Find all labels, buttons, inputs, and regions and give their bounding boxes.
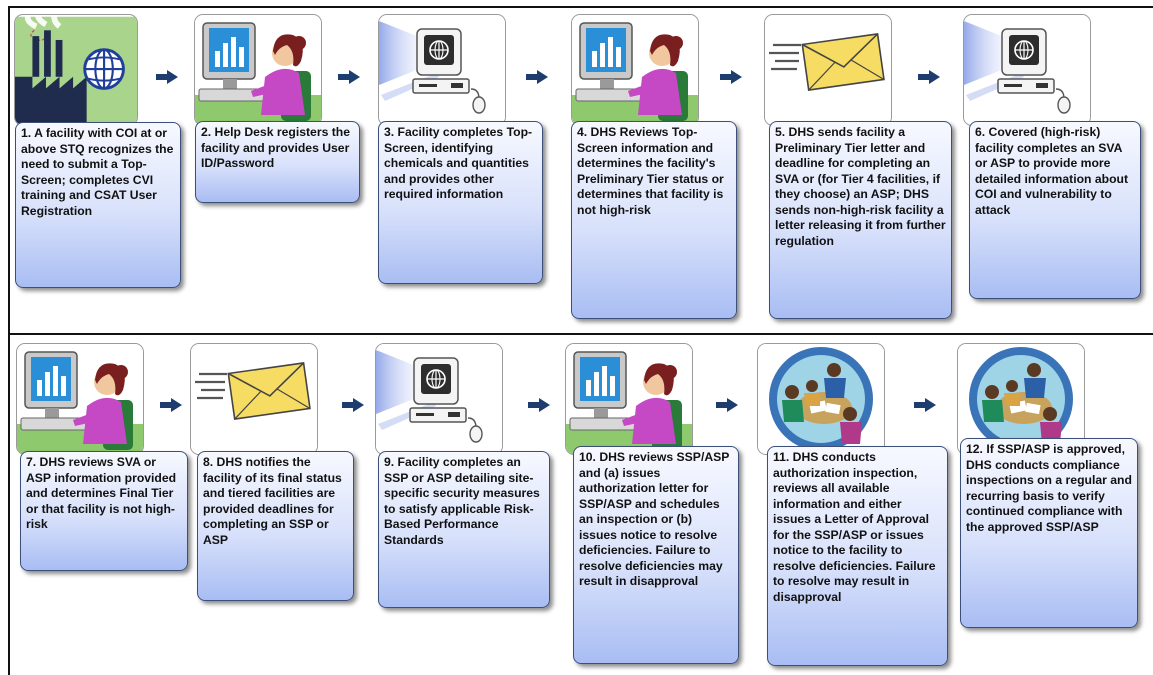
step-12-box: 12. If SSP/ASP is approved, DHS conducts…	[960, 438, 1138, 628]
step-5-box: 5. DHS sends facility a Preliminary Tier…	[769, 121, 952, 319]
row-divider	[8, 333, 1153, 335]
team-meeting-icon	[957, 343, 1085, 455]
step-8-text: 8. DHS notifies the facility of its fina…	[203, 455, 342, 547]
step-10-text: 10. DHS reviews SSP/ASP and (a) issues a…	[579, 450, 730, 588]
step-10-box: 10. DHS reviews SSP/ASP and (a) issues a…	[573, 446, 739, 664]
frame-top-border	[8, 6, 1153, 8]
step-7-box: 7. DHS reviews SVA or ASP information pr…	[20, 451, 188, 571]
step-11-text: 11. DHS conducts authorization inspectio…	[773, 450, 936, 604]
step-4-text: 4. DHS Reviews Top-Screen information an…	[577, 125, 724, 217]
computer-icon	[378, 14, 506, 126]
frame-left-border	[8, 6, 10, 675]
arrow-right-icon	[342, 398, 364, 412]
woman-computer-icon	[194, 14, 322, 126]
step-7-text: 7. DHS reviews SVA or ASP information pr…	[26, 455, 177, 531]
arrow-right-icon	[918, 70, 940, 84]
arrow-right-icon	[338, 70, 360, 84]
step-5-text: 5. DHS sends facility a Preliminary Tier…	[775, 125, 946, 248]
arrow-right-icon	[526, 70, 548, 84]
envelope-icon	[190, 343, 318, 455]
step-4-box: 4. DHS Reviews Top-Screen information an…	[571, 121, 737, 319]
computer-icon	[963, 14, 1091, 126]
factory-globe-icon	[14, 14, 138, 126]
step-1-text: 1. A facility with COI at or above STQ r…	[21, 126, 174, 218]
woman-computer-icon	[16, 343, 144, 455]
arrow-right-icon	[716, 398, 738, 412]
team-meeting-icon	[757, 343, 885, 455]
arrow-right-icon	[156, 70, 178, 84]
step-12-text: 12. If SSP/ASP is approved, DHS conducts…	[966, 442, 1132, 534]
step-6-text: 6. Covered (high-risk) facility complete…	[975, 125, 1129, 217]
woman-computer-icon	[565, 343, 693, 455]
step-2-box: 2. Help Desk registers the facility and …	[195, 121, 360, 203]
step-9-box: 9. Facility completes an SSP or ASP deta…	[378, 451, 550, 608]
computer-icon	[375, 343, 503, 455]
envelope-icon	[764, 14, 892, 126]
arrow-right-icon	[914, 398, 936, 412]
arrow-right-icon	[160, 398, 182, 412]
woman-computer-icon	[571, 14, 699, 126]
step-2-text: 2. Help Desk registers the facility and …	[201, 125, 351, 170]
step-11-box: 11. DHS conducts authorization inspectio…	[767, 446, 948, 666]
step-8-box: 8. DHS notifies the facility of its fina…	[197, 451, 354, 601]
arrow-right-icon	[528, 398, 550, 412]
arrow-right-icon	[720, 70, 742, 84]
step-3-box: 3. Facility completes Top-Screen, identi…	[378, 121, 543, 284]
step-6-box: 6. Covered (high-risk) facility complete…	[969, 121, 1141, 299]
step-9-text: 9. Facility completes an SSP or ASP deta…	[384, 455, 540, 547]
step-1-box: 1. A facility with COI at or above STQ r…	[15, 122, 181, 288]
step-3-text: 3. Facility completes Top-Screen, identi…	[384, 125, 533, 201]
